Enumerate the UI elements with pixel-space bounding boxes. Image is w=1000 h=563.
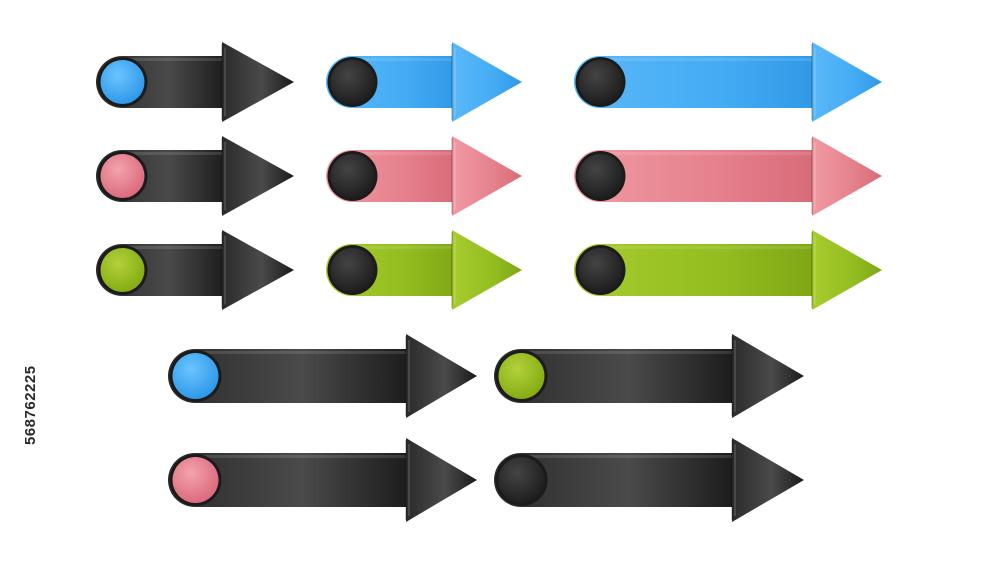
pink-dot-icon (172, 457, 219, 503)
stock-id-watermark: 568762225 (22, 365, 39, 445)
arrow-body (574, 244, 818, 296)
arrow-short-black-green-dot (96, 230, 294, 310)
arrow-body-highlight (352, 152, 458, 155)
arrow-body-highlight (122, 58, 228, 61)
arrow-body (574, 56, 818, 108)
arrow-short-black-pink-dot (96, 136, 294, 216)
dark-dot-icon (330, 248, 375, 292)
arrow-head (406, 334, 477, 418)
arrow-medium-green (326, 230, 522, 310)
arrow-body (168, 453, 412, 507)
arrow-body-highlight (600, 58, 818, 61)
arrow-head (812, 42, 882, 122)
dark-dot-icon (330, 154, 375, 198)
blue-dot-icon (100, 60, 145, 104)
dark-dot-icon (330, 60, 375, 104)
dark-dot-icon (578, 60, 623, 104)
arrow-body-highlight (600, 152, 818, 155)
arrow-body-highlight (521, 455, 738, 458)
arrow-head (812, 136, 882, 216)
arrow-body-highlight (600, 246, 818, 249)
arrow-head (452, 230, 522, 310)
arrow-medium-blue (326, 42, 522, 122)
arrow-body (494, 453, 738, 507)
arrow-body-highlight (195, 351, 412, 354)
arrow-head (732, 438, 804, 522)
green-dot-icon (100, 248, 145, 292)
arrow-medium-pink (326, 136, 522, 216)
arrow-body-highlight (352, 246, 458, 249)
arrow-body (494, 349, 738, 403)
blue-dot-icon (172, 353, 219, 399)
arrow-body-highlight (352, 58, 458, 61)
arrow-head (452, 136, 522, 216)
arrow-body-highlight (122, 152, 228, 155)
arrow-body-highlight (521, 351, 738, 354)
arrow-short-black-blue-dot (96, 42, 294, 122)
dark-dot-icon (498, 457, 545, 503)
arrow-body (168, 349, 412, 403)
pink-dot-icon (100, 154, 145, 198)
arrow-body-highlight (122, 246, 228, 249)
arrow-head (732, 334, 804, 418)
arrow-head (452, 42, 522, 122)
arrow-head (406, 438, 477, 522)
green-dot-icon (498, 353, 545, 399)
arrow-body (574, 150, 818, 202)
arrow-long-green (574, 230, 882, 310)
dark-dot-icon (578, 154, 623, 198)
arrow-head (222, 136, 294, 216)
arrow-long-pink (574, 136, 882, 216)
dark-dot-icon (578, 248, 623, 292)
arrow-long-blue (574, 42, 882, 122)
arrow-wide-black-green-dot (494, 334, 804, 418)
arrow-head (222, 42, 294, 122)
arrow-wide-black-pink-dot (168, 438, 477, 522)
arrow-wide-black-dark-dot (494, 438, 804, 522)
arrow-wide-black-blue-dot (168, 334, 477, 418)
arrow-head (222, 230, 294, 310)
arrow-head (812, 230, 882, 310)
arrow-body-highlight (195, 455, 412, 458)
